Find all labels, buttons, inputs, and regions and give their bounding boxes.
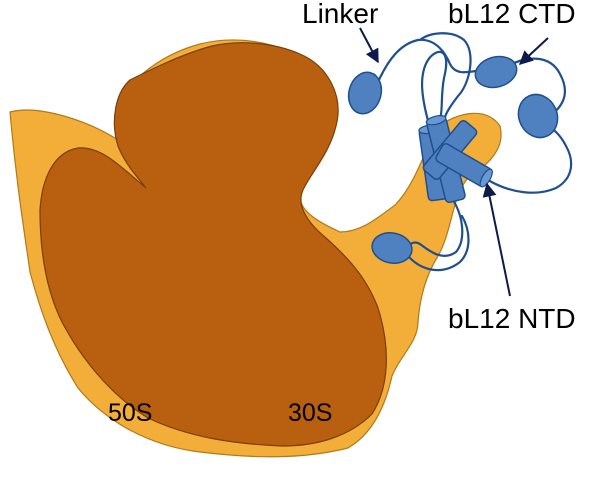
linker-label: Linker [302, 0, 378, 29]
ctd-domain-lower-left [371, 232, 413, 264]
ntd-arrow [482, 182, 511, 297]
subunit-30s-shape [39, 42, 387, 447]
ctd-arrow [518, 37, 549, 65]
linker-strand-to-upper-rod [418, 32, 472, 122]
ctd-domains [347, 55, 559, 264]
linker-strand-right-loop [486, 124, 573, 194]
subunit-30s-label: 30S [288, 399, 332, 427]
ntd-label: bL12 NTD [448, 303, 576, 334]
linker-strand-lower-to-ellipse [408, 214, 470, 272]
ntd-rod-diagonal-lower [435, 143, 493, 188]
arrows [359, 27, 549, 297]
ctd-label: bL12 CTD [448, 0, 576, 29]
linker-strand-upper [376, 38, 484, 84]
ctd-domain-right [517, 93, 559, 139]
subunit-50s-label: 50S [108, 399, 152, 427]
linker-strand-mid-loop [420, 50, 448, 130]
ctd-domain-linker-left [347, 71, 383, 115]
ntd-rods [418, 115, 493, 204]
linker-arrow [359, 27, 379, 64]
ctd-domain-top-right [474, 55, 518, 89]
